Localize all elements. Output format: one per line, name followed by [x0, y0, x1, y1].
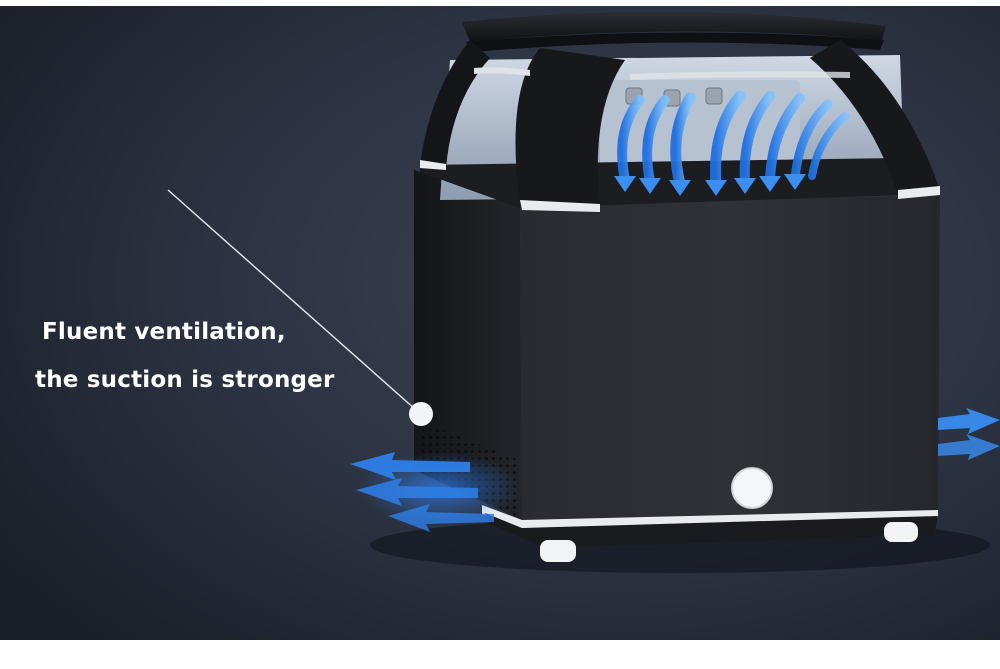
top-white-band	[0, 0, 1000, 6]
power-button-ring	[731, 467, 773, 509]
arch-center-left	[515, 48, 625, 208]
bottom-dark	[485, 513, 938, 548]
bottom-white-band	[0, 640, 1000, 665]
arch-trim-right	[898, 186, 940, 199]
foot-front-right	[884, 522, 918, 542]
lid-white-line-right	[630, 71, 850, 80]
arch-trim-left	[420, 160, 446, 170]
exhaust-arrows-left	[350, 452, 494, 532]
power-button	[732, 468, 772, 508]
foot-front-left	[540, 540, 576, 562]
caption-line-1: Fluent ventilation,	[42, 319, 286, 345]
arch-right	[810, 40, 940, 195]
arch-trim-center	[520, 200, 600, 212]
arch-left-outer	[420, 40, 490, 168]
lid-white-line	[474, 67, 530, 76]
top-lid	[462, 11, 886, 42]
suction-arrows	[617, 90, 849, 190]
bottom-trim	[482, 505, 938, 530]
device-front	[520, 195, 940, 520]
suction-arrow-heads	[614, 174, 806, 196]
caption-line-2: the suction is stronger	[35, 367, 335, 393]
lid-rim	[466, 32, 884, 52]
exhaust-arrows-right	[938, 408, 1000, 460]
callout-line	[167, 189, 417, 411]
callout-dot	[409, 402, 433, 426]
